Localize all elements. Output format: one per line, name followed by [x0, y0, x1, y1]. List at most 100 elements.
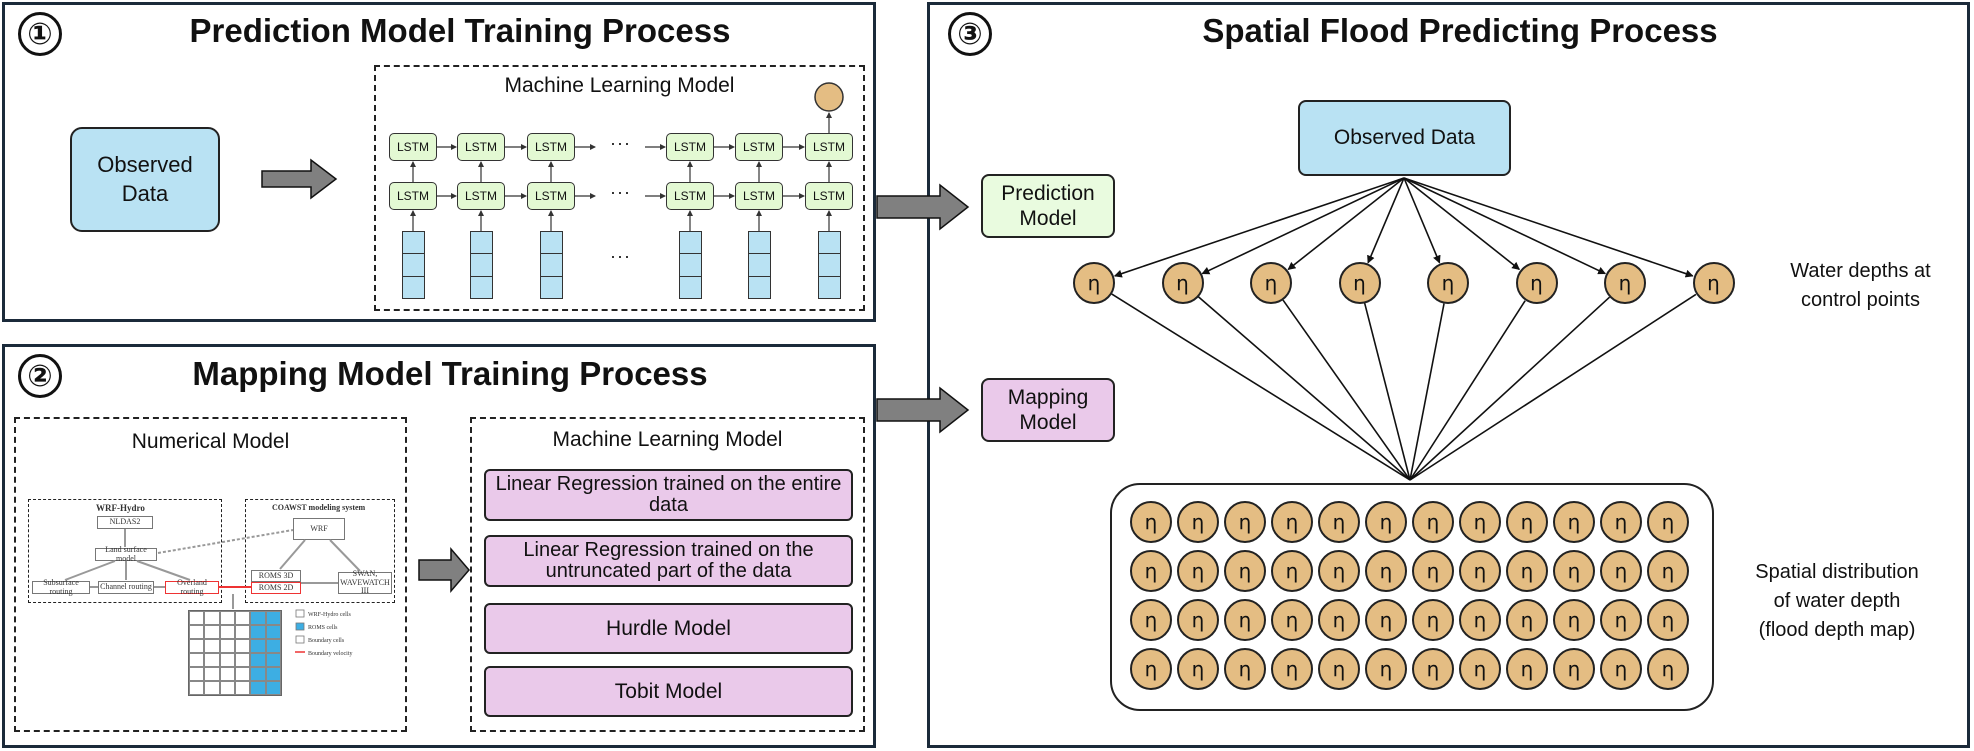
prediction-training-title: Prediction Model Training Process	[189, 12, 731, 49]
ml-model-label: Machine Learning Model	[504, 74, 735, 97]
flood-depth-cell-node: η	[1506, 599, 1548, 641]
flood-depth-cell-node: η	[1224, 648, 1266, 690]
flood-map-container	[1110, 483, 1714, 711]
flood-depth-cell-node: η	[1459, 501, 1501, 543]
step-2-badge: ②	[18, 354, 62, 398]
mapping-ml-label: Machine Learning Model	[552, 428, 783, 451]
linear-regression-untruncated-box: Linear Regression trained on the untrunc…	[484, 535, 853, 587]
control-point-node: η	[1515, 262, 1558, 304]
flood-depth-cell-node: η	[1224, 501, 1266, 543]
connector-line	[1403, 177, 1607, 275]
connector-line	[1111, 293, 1411, 481]
input-vector	[540, 231, 563, 299]
spatial-distribution-label: Spatial distribution of water depth (flo…	[1755, 561, 1919, 641]
flood-depth-cell-node: η	[1412, 648, 1454, 690]
input-vector	[818, 231, 841, 299]
coawst-label: COAWST modeling system	[272, 503, 366, 512]
subsurface-box: Subsurface routing	[32, 578, 90, 595]
numerical-model-label: Numerical Model	[131, 430, 290, 453]
hurdle-model-box: Hurdle Model	[484, 603, 853, 654]
grid-legend-1: WRF-Hydro cells	[308, 612, 351, 618]
lstm-cell: LSTM	[457, 133, 505, 161]
flood-depth-cell-node: η	[1318, 501, 1360, 543]
flood-depth-cell-node: η	[1271, 550, 1313, 592]
flood-depth-cell-node: η	[1365, 501, 1407, 543]
wrf-box: WRF	[293, 518, 345, 540]
lstm-cell: LSTM	[389, 182, 437, 210]
control-point-node: η	[1427, 262, 1469, 304]
flood-depth-cell-node: η	[1177, 550, 1219, 592]
land-surface-box: Land surface model	[95, 545, 157, 562]
overland-box: Overland routing	[165, 578, 219, 595]
connector-line	[1367, 177, 1405, 264]
control-point-node: η	[1161, 262, 1204, 304]
connector-line	[1363, 303, 1411, 481]
flood-depth-cell-node: η	[1553, 648, 1595, 690]
spatial-predicting-title: Spatial Flood Predicting Process	[1202, 12, 1718, 49]
ml-model-dashed-box	[374, 65, 865, 311]
grid-legend-4: Boundary velocity	[308, 651, 353, 657]
flood-depth-cell-node: η	[1600, 501, 1642, 543]
flood-depth-cell-node: η	[1412, 501, 1454, 543]
flood-depth-cell-node: η	[1459, 648, 1501, 690]
block-arrow	[418, 546, 470, 594]
flood-depth-cell-node: η	[1365, 599, 1407, 641]
connector-line	[1409, 303, 1445, 481]
wrf-hydro-label: WRF-Hydro	[96, 503, 145, 513]
numerical-model-dashed-box	[14, 417, 407, 732]
flood-depth-cell-node: η	[1271, 501, 1313, 543]
connector-line	[1403, 177, 1521, 270]
roms2d-box: ROMS 2D	[251, 582, 301, 594]
flood-depth-cell-node: η	[1130, 648, 1172, 690]
lstm-cell: LSTM	[389, 133, 437, 161]
control-point-node: η	[1338, 262, 1381, 304]
control-point-node: η	[1250, 262, 1292, 304]
connector-line	[1197, 296, 1411, 481]
lstm-cell: LSTM	[805, 133, 853, 161]
connector-line	[1282, 299, 1411, 481]
tobit-model-box: Tobit Model	[484, 666, 853, 717]
flood-depth-cell-node: η	[1412, 550, 1454, 592]
lstm-cell: LSTM	[666, 182, 714, 210]
flood-depth-cell-node: η	[1647, 550, 1689, 592]
mapping-ml-dashed-box	[470, 417, 865, 732]
flood-depth-cell-node: η	[1365, 648, 1407, 690]
ellipsis: ···	[610, 133, 631, 153]
step-3-badge: ③	[948, 12, 992, 56]
connector-line	[1113, 177, 1405, 278]
flood-depth-cell-node: η	[1459, 599, 1501, 641]
flood-depth-cell-node: η	[1506, 648, 1548, 690]
flood-depth-cell-node: η	[1271, 648, 1313, 690]
flood-depth-cell-node: η	[1130, 599, 1172, 641]
channel-box: Channel routing	[98, 581, 154, 594]
ellipsis: ···	[610, 182, 631, 202]
swan-box: SWAN, WAVEWATCH III	[338, 569, 392, 595]
flood-depth-cell-node: η	[1224, 550, 1266, 592]
flood-depth-cell-node: η	[1553, 550, 1595, 592]
flood-depth-cell-node: η	[1506, 501, 1548, 543]
flood-depth-cell-node: η	[1506, 550, 1548, 592]
control-point-node: η	[1692, 262, 1735, 304]
observed-data-box: Observed Data	[1298, 100, 1511, 176]
flood-depth-cell-node: η	[1647, 599, 1689, 641]
input-vector	[470, 231, 493, 299]
control-point-node: η	[1604, 262, 1646, 304]
output-node	[814, 82, 844, 112]
lstm-cell: LSTM	[527, 133, 575, 161]
input-vector	[748, 231, 771, 299]
flood-depth-cell-node: η	[1318, 599, 1360, 641]
connector-line	[1409, 296, 1611, 481]
connector-line	[1403, 177, 1694, 278]
linear-regression-entire-box: Linear Regression trained on the entire …	[484, 469, 853, 521]
mapping-training-title: Mapping Model Training Process	[192, 355, 708, 392]
flood-depth-cell-node: η	[1553, 501, 1595, 543]
flood-depth-cell-node: η	[1600, 648, 1642, 690]
roms3d-box: ROMS 3D	[251, 570, 301, 582]
connector-line	[1201, 177, 1405, 275]
input-vector	[679, 231, 702, 299]
lstm-cell: LSTM	[805, 182, 853, 210]
mapping-model-box: Mapping Model	[981, 378, 1115, 442]
ellipsis: ···	[610, 246, 631, 266]
flood-depth-cell-node: η	[1318, 550, 1360, 592]
